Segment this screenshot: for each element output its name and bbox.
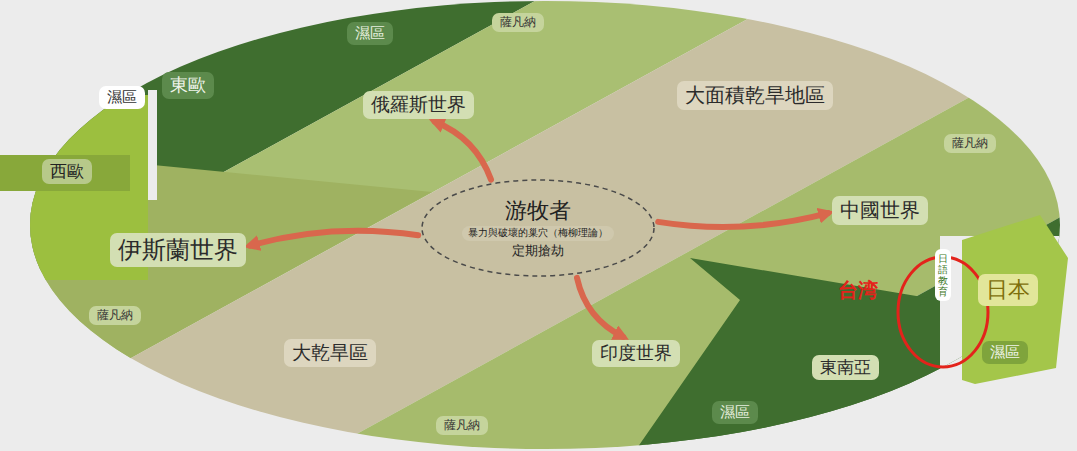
node-title: 東歐 [170, 74, 206, 97]
region-label: 薩凡納 [89, 306, 141, 325]
region-label: 東南亞 [812, 355, 879, 380]
wet-band [0, 208, 1077, 451]
node-title: 濕區 [355, 24, 385, 43]
world-label: 中國世界 [832, 196, 928, 225]
node-note: 暴力與破壞的巢穴（梅柳理論） [462, 226, 614, 241]
node-title: 游牧者 [505, 197, 571, 225]
raid-arrow [250, 231, 418, 246]
china-india-band [0, 38, 1077, 451]
map-label: 台湾 [838, 277, 878, 304]
world-label: 伊斯蘭世界 [110, 233, 246, 267]
raid-arrow [577, 278, 623, 337]
region-label: 西歐 [42, 159, 92, 184]
region-label: 東歐 [162, 72, 214, 99]
node-title: 印度世界 [600, 342, 672, 365]
nomad-ellipse: 游牧者暴力與破壞的巢穴（梅柳理論） 定期搶劫 [420, 178, 656, 278]
node-title: 薩凡納 [97, 308, 133, 323]
world-label: 印度世界 [592, 340, 680, 367]
node-title: 伊斯蘭世界 [118, 235, 238, 265]
node-title: 日本 [986, 276, 1030, 304]
node-note: 定期搶劫 [512, 243, 564, 259]
dashed-outline [422, 180, 654, 276]
node-title: 濕區 [720, 403, 750, 422]
region-label: 薩凡納 [944, 134, 996, 153]
southeast-asia-area [635, 258, 940, 451]
west-europe-bar [0, 155, 130, 191]
country-label: 日本 [978, 274, 1038, 306]
world-label: 俄羅斯世界 [363, 91, 474, 119]
node-title: 東南亞 [820, 357, 871, 378]
raid-arrow [435, 122, 491, 180]
region-label: 大面積乾旱地區 [677, 81, 833, 110]
node-title: 大乾旱區 [292, 341, 368, 365]
node-title: 薩凡納 [444, 418, 480, 433]
node-title: 中國世界 [840, 198, 920, 223]
raid-arrow [658, 213, 828, 227]
vertical-label: 日語教育 [935, 249, 951, 301]
region-label: 濕區 [99, 86, 145, 109]
region-label: 濕區 [347, 22, 393, 45]
node-title: 大面積乾旱地區 [685, 83, 825, 108]
region-label: 濕區 [712, 401, 758, 424]
region-label: 薩凡納 [492, 13, 544, 32]
region-label: 濕區 [982, 341, 1028, 364]
region-label: 薩凡納 [436, 416, 488, 435]
node-title: 濕區 [990, 343, 1020, 362]
japan-area [962, 215, 1068, 384]
node-title: 濕區 [107, 88, 137, 107]
node-title: 薩凡納 [500, 15, 536, 30]
node-title: 薩凡納 [952, 136, 988, 151]
region-label: 大乾旱區 [284, 339, 376, 367]
sea-gap [148, 90, 157, 200]
node-title: 日語教育 [938, 253, 948, 297]
node-title: 西歐 [50, 161, 84, 182]
node-title: 俄羅斯世界 [371, 93, 466, 117]
